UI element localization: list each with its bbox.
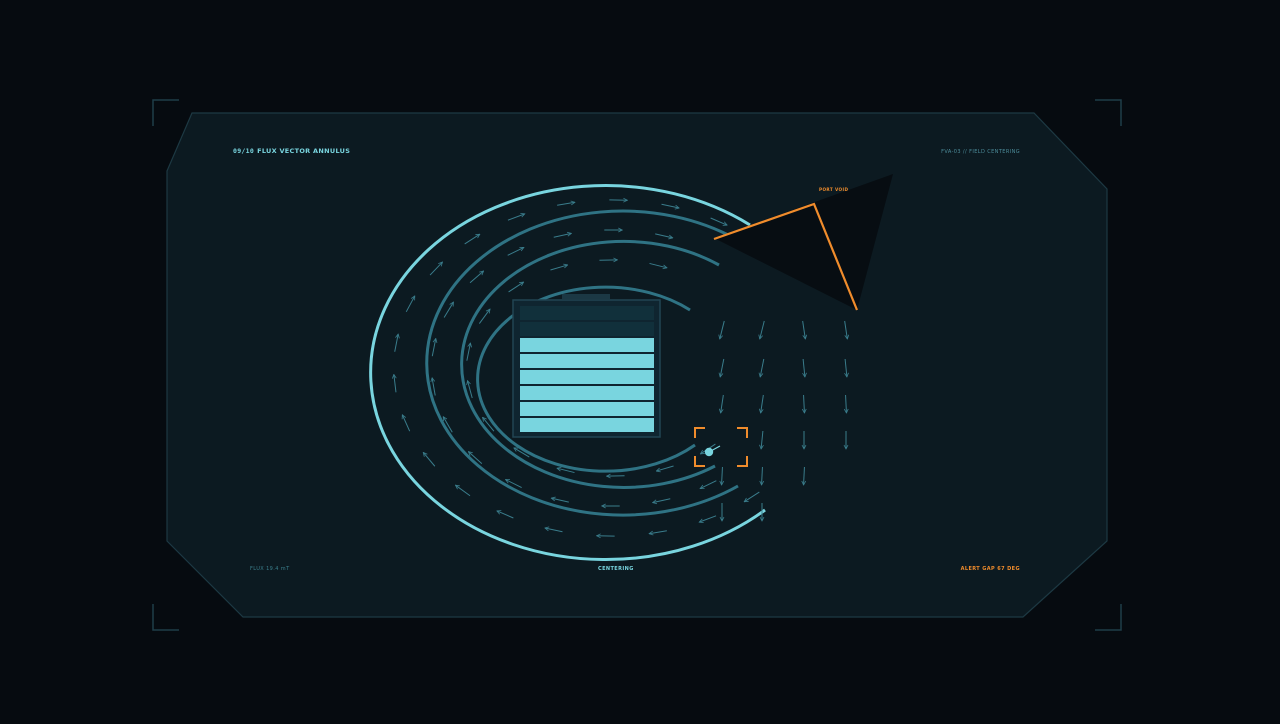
- gauge-segment: [520, 402, 654, 416]
- port-void-label: PORT VOID: [819, 187, 848, 192]
- panel-index: 09/10: [233, 147, 254, 155]
- corner-bracket-icon: [1095, 100, 1121, 126]
- corner-bracket-icon: [153, 604, 179, 630]
- probe-dot-icon: [705, 448, 713, 456]
- gauge-segment: [520, 338, 654, 352]
- corner-bracket-icon: [153, 100, 179, 126]
- corner-bracket-icon: [1095, 604, 1121, 630]
- gauge-tab: [562, 294, 610, 299]
- gauge-segment: [520, 370, 654, 384]
- gauge-segment: [520, 322, 654, 336]
- panel-id-label: FVA-03 // FIELD CENTERING: [941, 149, 1020, 155]
- mode-status: CENTERING: [598, 566, 634, 572]
- gauge-segment: [520, 418, 654, 432]
- flux-readout: FLUX 19.4 mT: [250, 566, 290, 572]
- gauge-segment: [520, 306, 654, 320]
- alert-status: ALERT GAP 67 DEG: [961, 566, 1020, 572]
- gauge-segment: [520, 354, 654, 368]
- panel-name: FLUX VECTOR ANNULUS: [257, 147, 350, 155]
- gauge-frame: [513, 300, 660, 437]
- gauge-segment: [520, 386, 654, 400]
